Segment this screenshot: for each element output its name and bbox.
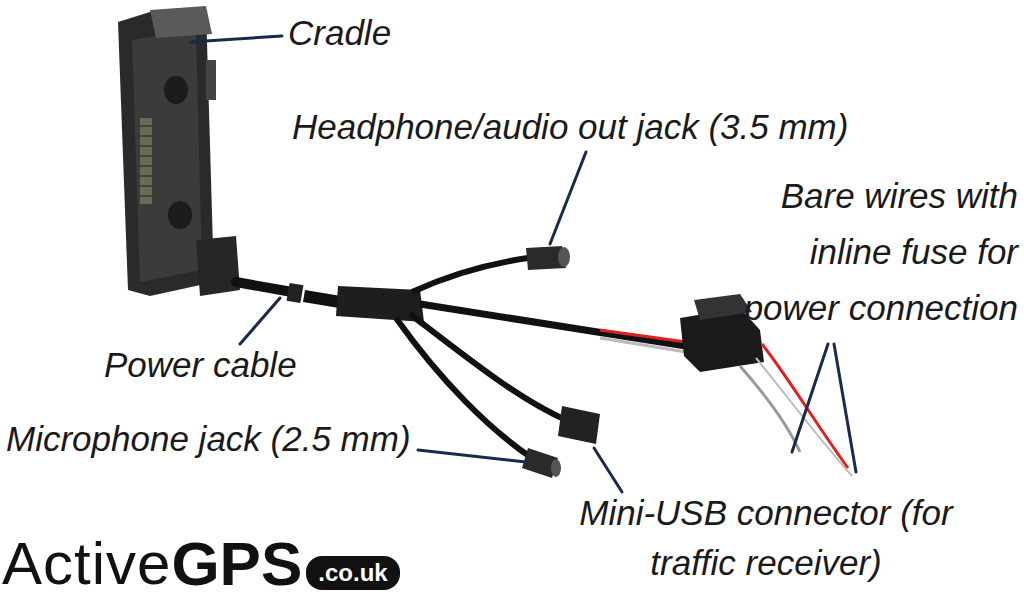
contact-pins	[140, 126, 152, 196]
white-wire	[740, 366, 800, 452]
red-wire	[762, 344, 848, 468]
white-wire	[600, 338, 686, 352]
headphone-cable	[412, 258, 528, 292]
cradle-face	[132, 30, 202, 282]
mount-hole	[168, 201, 192, 229]
part-label: Cradle	[288, 12, 391, 54]
power-cable	[236, 282, 292, 292]
power-lead	[420, 304, 686, 346]
logo-text: Active	[2, 532, 171, 596]
logo-text: .co.uk	[306, 556, 399, 590]
part-label: Power cable	[104, 344, 297, 386]
fuse-cap	[694, 294, 752, 320]
part-label: Microphone jack (2.5 mm)	[6, 418, 411, 460]
jack-opening	[551, 459, 561, 477]
logo-text: GPS	[171, 532, 302, 596]
cradle-base	[196, 236, 240, 296]
part-label: Headphone/audio out jack (3.5 mm)	[292, 106, 848, 148]
mic-cable	[396, 318, 532, 458]
mini-usb-connector	[558, 406, 600, 444]
watermark-logo: ActiveGPS.co.uk	[2, 532, 400, 596]
mount-hole	[164, 76, 188, 104]
cradle-contacts	[140, 118, 152, 204]
side-tab	[206, 60, 216, 100]
part-label: Mini-USB connector (for traffic receiver…	[576, 488, 956, 588]
cable-plug	[287, 283, 304, 303]
cable	[304, 296, 340, 302]
cradle-lip	[150, 6, 212, 38]
part-label: Bare wires with inline fuse for power co…	[718, 168, 1018, 336]
jack-opening	[558, 247, 570, 267]
